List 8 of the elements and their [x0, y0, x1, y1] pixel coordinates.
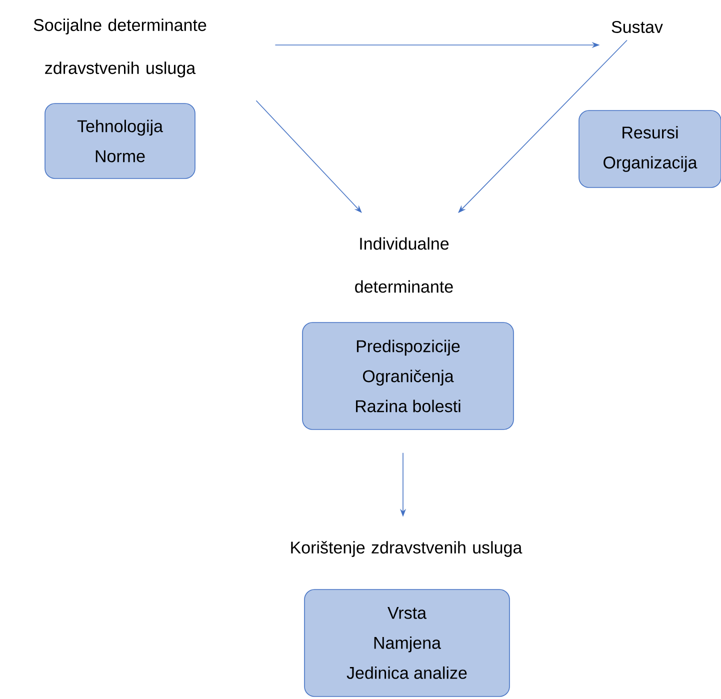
rounded-box: Tehnologija Norme: [44, 103, 196, 179]
rounded-box: Vrsta Namjena Jedinica analize: [304, 589, 510, 697]
heading-text: Socijalne determinante zdravstvenih usluga: [34, 18, 206, 78]
heading-text: Sustav: [612, 20, 663, 34]
rounded-box: Resursi Organizacija: [578, 110, 721, 188]
heading-text: Individualne determinante: [355, 237, 453, 293]
rounded-box: Predispozicije Ograničenja Razina bolesti: [302, 322, 514, 430]
heading-text: Korištenje zdravstvenih usluga: [291, 541, 522, 557]
